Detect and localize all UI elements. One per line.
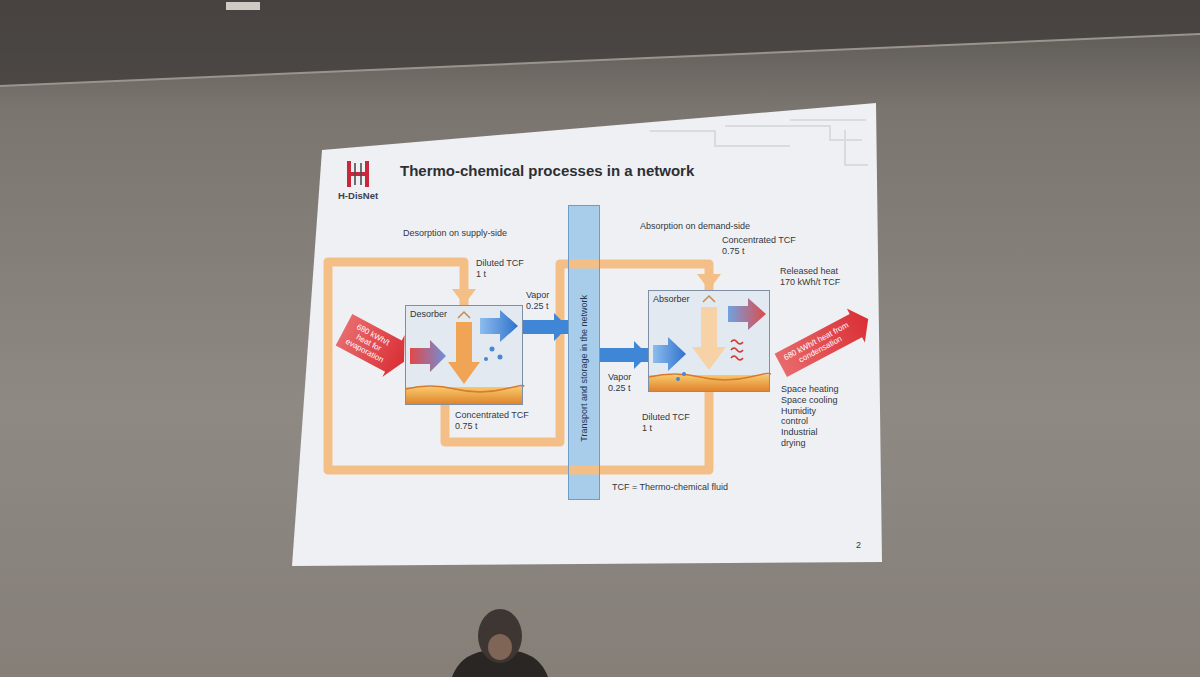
box-fill [405,305,523,405]
fluid-arrow [448,322,480,384]
footnote: TCF = Thermo-chemical fluid [612,482,728,493]
vapor-arrow [653,337,686,371]
droplet [676,377,680,381]
band-fill [568,205,600,500]
absorber-illustration [648,290,770,392]
page-number: 2 [856,540,861,551]
flow-label: Vapor 0.25 t [608,372,638,394]
decor-line [725,126,862,140]
inlet-chevron [458,312,470,318]
slide-decoration [650,120,868,165]
flow-label: Vapor 0.25 t [526,290,556,312]
decor-line [790,119,866,121]
logo-name: H-DisNet [338,190,378,201]
droplet [498,355,503,360]
heat-arrow [728,298,766,330]
node-text: Absorber [653,294,690,305]
presenter-head [478,609,522,663]
ceiling-edge [0,34,1200,86]
desorber-box: Desorber [405,305,523,405]
droplet [490,347,495,352]
section-heading: Absorption on demand-side [640,221,750,232]
flow-label: Diluted TCF 1 t [642,412,696,434]
fluid-surface [406,385,524,392]
heat-waves [731,340,743,360]
logo-icon [349,161,367,187]
logo-h-inner [355,163,361,185]
transport-band: Transport and storage in the network [568,205,600,500]
ceiling [0,0,1200,86]
slide-title: Thermo-chemical processes in a network [400,162,694,180]
projected-slide [292,103,882,566]
vapor-arrow [480,310,518,342]
section-heading: Desorption on supply-side [403,228,507,239]
inlet-chevron [703,296,715,302]
heat-arrow [410,340,446,372]
decor-line [650,131,790,146]
flow-label: Concentrated TCF 0.75 t [455,410,539,432]
logo-h [349,161,367,187]
presenter-silhouette [452,609,548,677]
droplet [682,372,686,376]
application-list: Space heating Space cooling Humidity con… [781,384,841,449]
node-text: Desorber [410,309,447,320]
flow-label: Concentrated TCF 0.75 t [722,235,806,257]
vapor-flow [523,320,568,334]
box-fill [648,290,770,392]
heat-arrow-shape [771,302,876,382]
vapor-flow [600,348,648,362]
desorber-illustration [405,305,524,405]
absorber-box: Absorber [648,290,770,392]
heat-label: Released heat 170 kWh/t TCF [780,266,844,288]
fluid-arrow [692,307,726,370]
tcf-return-flow [328,262,709,470]
heat-arrow-shape [333,309,415,383]
presenter-face [488,634,512,660]
droplet [484,357,488,361]
node-text: Transport and storage in the network [578,295,589,442]
flow-label: Diluted TCF 1 t [476,258,530,280]
ceiling-light [226,2,260,10]
fluid-surface [649,373,770,380]
decor-line [845,130,868,165]
